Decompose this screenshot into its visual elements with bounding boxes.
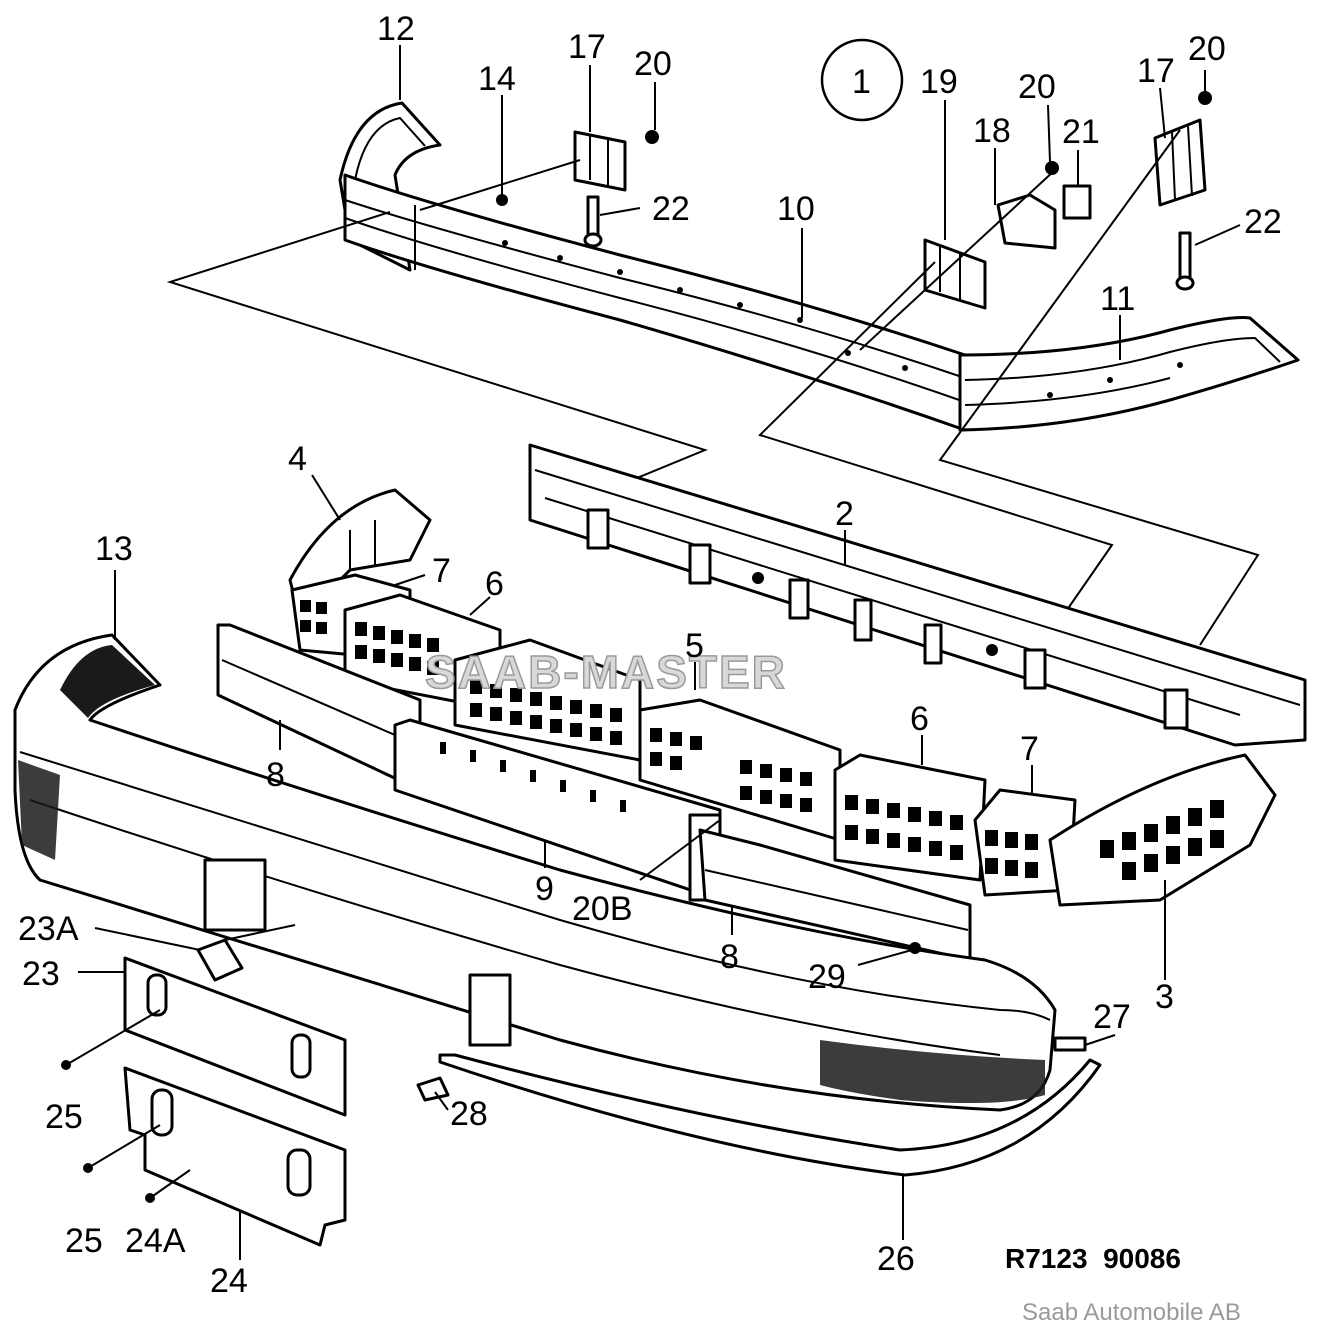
clip-21 [1062, 184, 1092, 220]
callout-9: 9 [535, 870, 554, 908]
callout-24: 24 [210, 1262, 248, 1300]
clip-28 [416, 1076, 450, 1102]
bracket-17-right [1153, 118, 1207, 207]
callout-29: 29 [808, 958, 846, 996]
callout-20B: 20B [572, 890, 633, 928]
watermark-text: SAAB-MASTER [425, 646, 787, 698]
plate-holder-23 [123, 956, 347, 1117]
clip-29 [909, 942, 921, 954]
callout-14: 14 [478, 60, 516, 98]
callout-22-right: 22 [1244, 203, 1282, 241]
callout-5: 5 [685, 627, 704, 665]
callout-8-right: 8 [720, 938, 739, 976]
bracket-17-left [573, 130, 627, 192]
callout-4: 4 [288, 440, 307, 478]
callout-27: 27 [1093, 998, 1131, 1036]
nut-20-a [645, 130, 659, 144]
nut-20-b [1045, 161, 1059, 175]
bolt-14 [496, 194, 508, 206]
callout-28: 28 [450, 1095, 488, 1133]
rubber-strip-right-11 [958, 316, 1300, 432]
copyright-text: Saab Automobile AB [1022, 1299, 1241, 1326]
callout-20-a: 20 [634, 45, 672, 83]
callout-12: 12 [377, 10, 415, 48]
callout-20-c: 20 [1188, 30, 1226, 68]
absorber-7-right [973, 788, 1077, 897]
callout-21: 21 [1062, 113, 1100, 151]
callout-18: 18 [973, 112, 1011, 150]
rail-8-right [698, 828, 972, 962]
callout-13: 13 [95, 530, 133, 568]
callout-labels: 1 12 14 17 20 22 10 19 18 20 21 17 20 22… [18, 10, 1282, 1300]
reference-code: R7123 90086 [1005, 1243, 1181, 1274]
callout-3: 3 [1155, 978, 1174, 1016]
callout-20-b: 20 [1018, 68, 1056, 106]
callout-8-left: 8 [266, 756, 285, 794]
callout-7-right: 7 [1020, 730, 1039, 768]
callout-leaders [65, 45, 1241, 1260]
assembly-leader-lines [166, 129, 1260, 646]
callout-11: 11 [1100, 280, 1135, 318]
screw-22-right [1175, 231, 1195, 291]
callout-10: 10 [777, 190, 815, 228]
bumper-cover-13 [13, 633, 1057, 1112]
bracket-23A [196, 938, 244, 982]
callout-1: 1 [852, 63, 871, 101]
bracket-18 [996, 193, 1057, 250]
callout-6-left: 6 [485, 565, 504, 603]
callout-19: 19 [920, 63, 958, 101]
absorber-6-right [833, 753, 987, 882]
lower-spoiler-26 [438, 1053, 1102, 1177]
plate-holder-24 [123, 1066, 347, 1247]
callout-17-left: 17 [568, 28, 606, 66]
screw-22-left [583, 195, 603, 248]
end-absorber-3 [1048, 753, 1277, 907]
callout-17-right: 17 [1137, 52, 1175, 90]
callout-23: 23 [22, 955, 60, 993]
bracket-19 [923, 238, 987, 310]
absorber-5 [453, 638, 642, 762]
callout-23A: 23A [18, 910, 79, 948]
callout-7-left: 7 [432, 552, 451, 590]
callout-26: 26 [877, 1240, 915, 1278]
callout-6-right: 6 [910, 700, 929, 738]
callout-25-upper: 25 [45, 1098, 83, 1136]
callout-24A: 24A [125, 1222, 186, 1260]
figure-circle [820, 38, 904, 122]
clip-27 [1053, 1036, 1087, 1052]
callout-25-lower: 25 [65, 1222, 103, 1260]
reinforcement-beam-2 [528, 443, 1307, 747]
callout-22-left: 22 [652, 190, 690, 228]
nut-20-c [1198, 91, 1212, 105]
callout-2: 2 [835, 495, 854, 533]
